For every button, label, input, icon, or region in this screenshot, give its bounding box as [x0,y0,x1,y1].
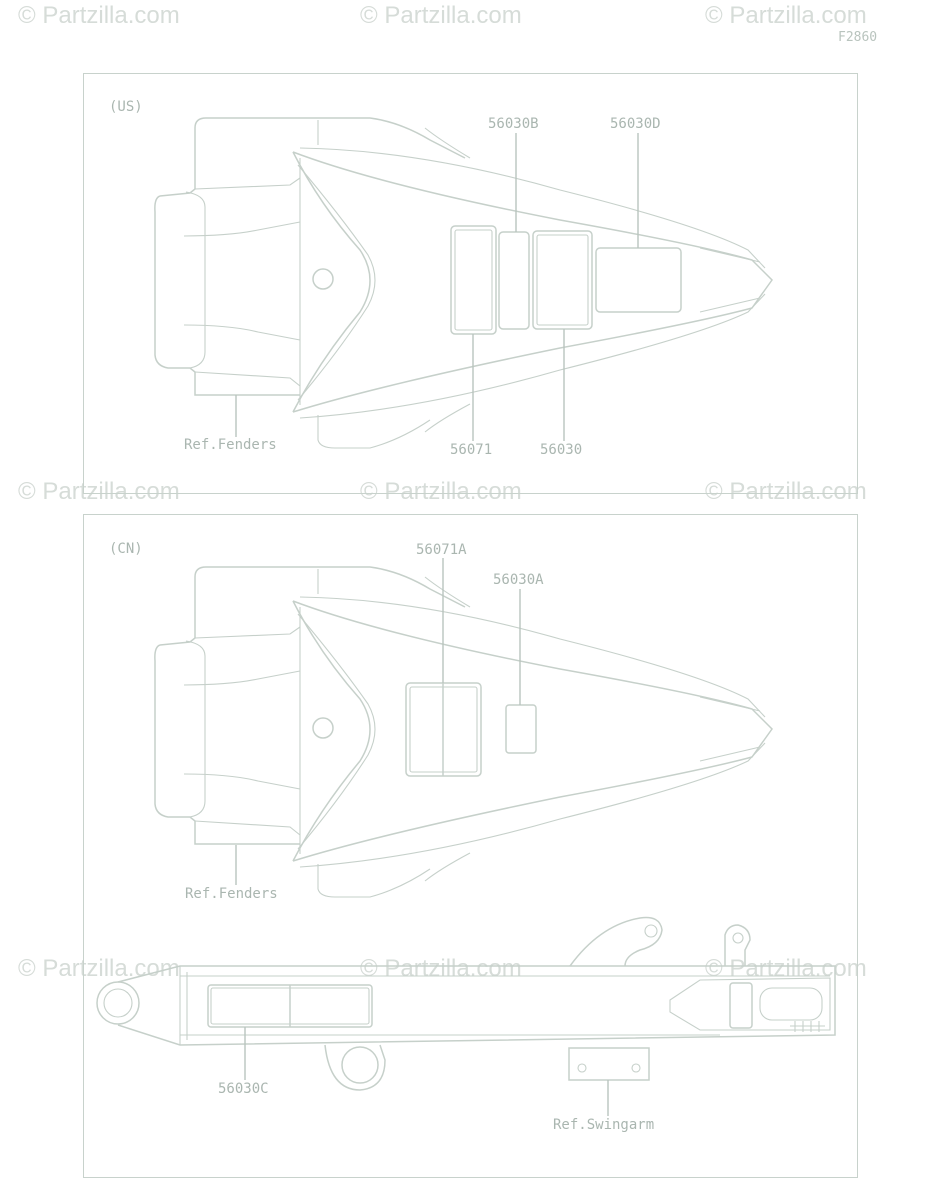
panel-us [83,73,858,494]
watermark: © Partzilla.com [360,955,522,982]
watermark: © Partzilla.com [360,2,522,29]
tail-cowl-drawing-us [154,117,773,449]
callout-56030C: 56030C [218,1081,269,1097]
tail-cowl-drawing-cn [154,566,773,898]
watermark: © Partzilla.com [18,478,180,505]
callout-56071A: 56071A [416,542,467,558]
callout-56030: 56030 [540,442,583,458]
callout-ref-swingarm: Ref.Swingarm [553,1117,655,1133]
callout-ref-fenders: Ref.Fenders [185,886,278,902]
swingarm-drawing [96,916,836,1091]
watermark: © Partzilla.com [705,478,867,505]
panel-cn [83,514,858,1178]
watermark: © Partzilla.com [705,955,867,982]
region-label-us: (US) [109,99,143,115]
figure-id: F2860 [838,30,878,45]
callout-56030B: 56030B [488,116,539,132]
watermark: © Partzilla.com [360,478,522,505]
region-label-cn: (CN) [109,541,143,557]
callout-ref-fenders: Ref.Fenders [184,437,277,453]
callout-56030A: 56030A [493,572,544,588]
watermark: © Partzilla.com [18,2,180,29]
watermark: © Partzilla.com [705,2,867,29]
watermark: © Partzilla.com [18,955,180,982]
callout-56030D: 56030D [610,116,661,132]
callout-56071: 56071 [450,442,493,458]
